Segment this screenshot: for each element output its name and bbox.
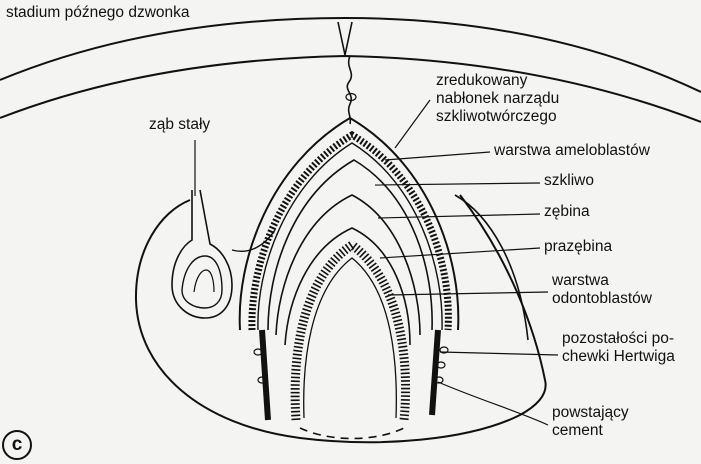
label-reduced-enamel-epithelium-line2: nabłonek narządu bbox=[436, 90, 560, 107]
odontoblast-layer bbox=[290, 239, 411, 421]
label-odontoblast-layer-line1: warstwa bbox=[552, 272, 609, 289]
label-hertwig-line1: pozostałości po- bbox=[562, 330, 675, 347]
papilla-base-dashed bbox=[299, 427, 405, 440]
oral-epithelium-inner bbox=[0, 54, 701, 123]
hertwig-sheath-left bbox=[259, 329, 271, 421]
label-enamel: szkliwo bbox=[544, 172, 594, 189]
ameloblast-inner-line bbox=[257, 142, 443, 331]
figure-title: stadium późnego dzwonka bbox=[6, 4, 190, 21]
epithelial-rest-4 bbox=[253, 348, 263, 356]
enamel-line bbox=[267, 159, 433, 331]
follicle-right-curve bbox=[454, 194, 529, 341]
label-odontoblast-layer: warstwa odontoblastów bbox=[552, 272, 652, 308]
predentin-line bbox=[284, 227, 411, 346]
permanent-tooth-germ bbox=[181, 255, 223, 309]
panel-letter: c bbox=[2, 430, 32, 460]
label-reduced-enamel-epithelium-line1: zredukowany bbox=[436, 72, 528, 89]
epithelial-rest-1 bbox=[439, 346, 449, 354]
dentin-line bbox=[275, 194, 421, 336]
epithelial-rest-5 bbox=[257, 376, 267, 384]
label-forming-cementum-line2: cement bbox=[552, 422, 603, 439]
dental-papilla-boundary bbox=[303, 257, 397, 419]
label-predentin: prazębina bbox=[544, 238, 613, 255]
label-reduced-enamel-epithelium: zredukowany nabłonek narządu szkliwotwór… bbox=[436, 72, 559, 126]
ameloblast-layer bbox=[248, 130, 452, 331]
label-forming-cementum: powstający cement bbox=[552, 404, 629, 440]
permanent-tooth-inner bbox=[193, 269, 215, 293]
oral-epithelium-outer bbox=[0, 16, 701, 93]
label-permanent-tooth: ząb stały bbox=[149, 116, 211, 133]
label-hertwig-sheath-remnants: pozostałości po- chewki Hertwiga bbox=[562, 330, 675, 366]
dental-follicle-outline bbox=[134, 194, 547, 444]
epithelial-pearl bbox=[345, 92, 357, 102]
label-dentin: zębina bbox=[544, 203, 590, 220]
permanent-tooth-lamina bbox=[171, 189, 233, 319]
reduced-enamel-epithelium bbox=[238, 116, 460, 331]
leader-lines bbox=[194, 99, 559, 426]
label-forming-cementum-line1: powstający bbox=[552, 404, 629, 421]
label-ameloblast-layer: warstwa ameloblastów bbox=[494, 142, 650, 159]
dental-lamina-remnant bbox=[346, 55, 353, 125]
label-hertwig-line2: chewki Hertwiga bbox=[562, 348, 675, 365]
epithelial-rest-2 bbox=[436, 361, 446, 369]
epithelial-notch bbox=[337, 21, 353, 56]
hertwig-sheath-right bbox=[429, 329, 441, 416]
label-odontoblast-layer-line2: odontoblastów bbox=[552, 290, 652, 307]
label-reduced-enamel-epithelium-line3: szkliwotwórczego bbox=[436, 108, 557, 125]
follicle-bell-connection bbox=[231, 229, 276, 252]
